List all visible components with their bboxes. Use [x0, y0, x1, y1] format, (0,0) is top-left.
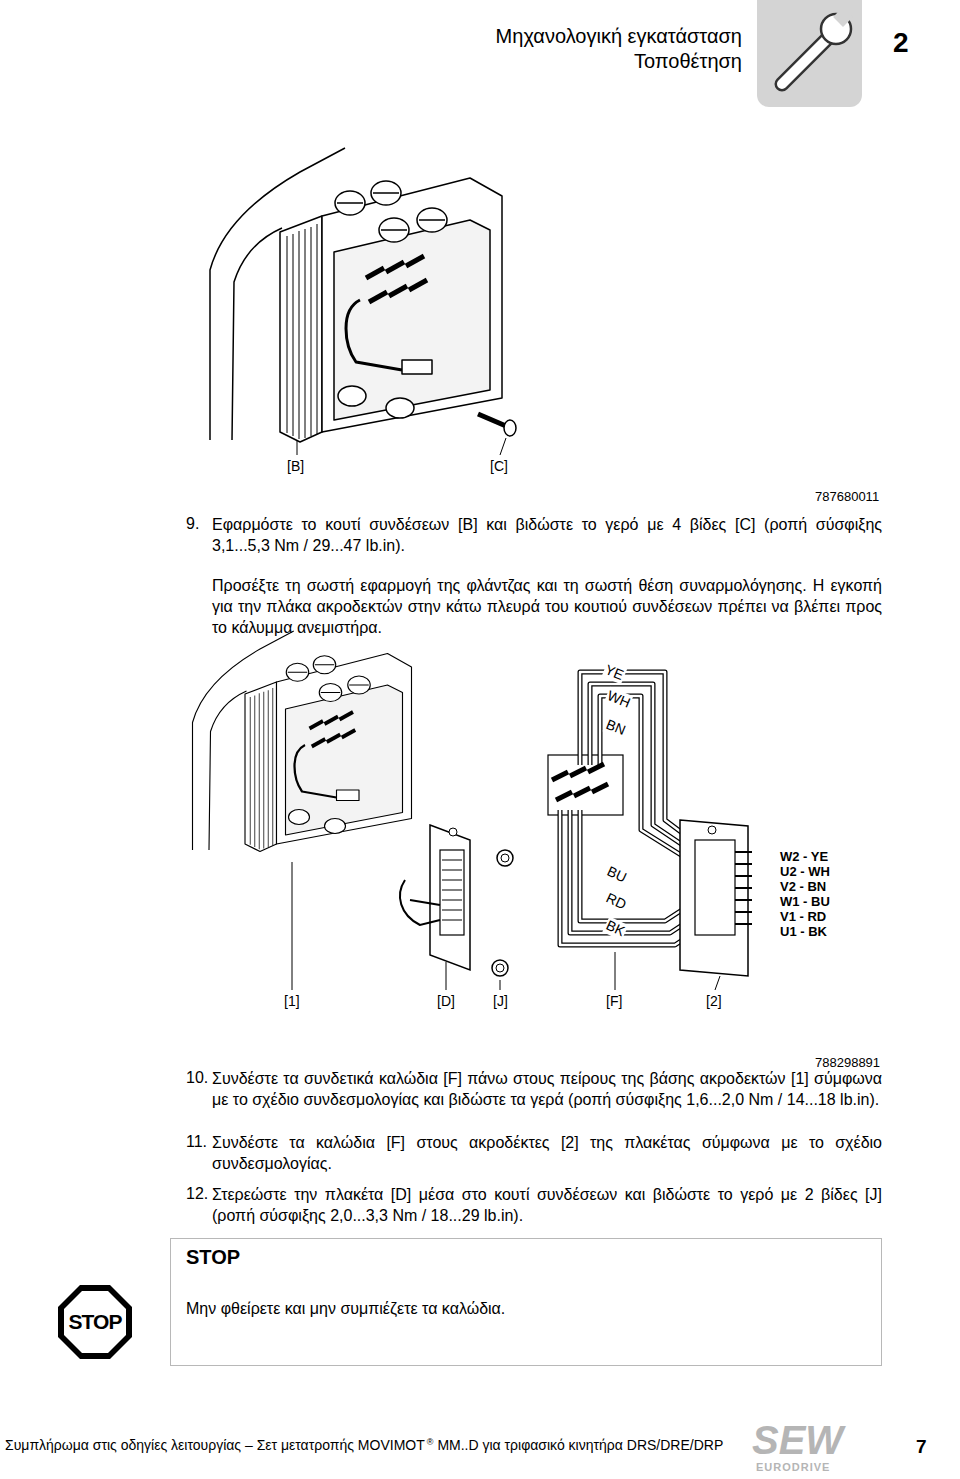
- wire-color: RD: [602, 889, 629, 914]
- caution-text: Μην φθείρετε και μην συμπιέζετε τα καλώδ…: [186, 1299, 866, 1320]
- callout-label: [B]: [287, 458, 304, 475]
- chapter-number: 2: [893, 26, 909, 60]
- stop-sign-text: STOP: [63, 1309, 127, 1334]
- pin-assignment: W2 - YE: [780, 849, 828, 865]
- drawing-part: [500, 980, 501, 990]
- wire-color: BN: [603, 716, 629, 740]
- drawing-part: [496, 964, 504, 972]
- callout-label: [J]: [493, 993, 508, 1010]
- terminal-box-figure: [210, 148, 516, 455]
- figure-id: 788298891: [815, 1055, 880, 1071]
- drawing-part: [708, 826, 716, 834]
- drawing-part: [297, 440, 298, 455]
- registered-mark: ®: [427, 1437, 434, 1447]
- caution-box: STOP Μην φθείρετε και μην συμπιέζετε τα κ…: [170, 1238, 882, 1366]
- drawing-part: [58, 1285, 132, 1359]
- drawing-part: [592, 784, 608, 792]
- drawing-part: [570, 768, 586, 776]
- step-text: Εφαρμόστε το κουτί συνδέσεων [B] και βιδ…: [212, 514, 882, 556]
- stop-sign: [58, 1285, 132, 1359]
- drawing-part: [715, 976, 720, 990]
- drawing-part: [501, 854, 509, 862]
- wire-color: BU: [603, 862, 630, 886]
- callout-label: [D]: [437, 993, 455, 1010]
- drawing-part: [446, 962, 447, 990]
- page-footer: Συμπλήρωμα στις οδηγίες λειτουργίας – Σε…: [5, 1437, 723, 1454]
- drawing-part: [548, 755, 623, 815]
- step-text: Συνδέστε τα καλώδια [F] στους ακροδέκτες…: [212, 1132, 882, 1174]
- footer-text: MM..D για τριφασικό κινητήρα DRS/DRE/DRP: [437, 1437, 723, 1453]
- drawing-part: [478, 414, 506, 426]
- drawing-part: [552, 764, 608, 800]
- drawing-part: [442, 860, 462, 920]
- step-number: 11.: [186, 1132, 207, 1151]
- logo-text: EURODRIVE: [756, 1462, 830, 1473]
- drawing-part: [782, 36, 830, 84]
- pin-assignment: W1 - BU: [780, 894, 830, 910]
- wire-color: YE: [602, 661, 627, 684]
- step-number: 9.: [186, 514, 199, 533]
- step-note: Προσέξτε τη σωστή εφαρμογή της φλάντζας …: [212, 575, 882, 638]
- section-subtitle: Τοποθέτηση: [634, 49, 742, 73]
- wiring-figure: [193, 631, 753, 990]
- figure-id: 787680011: [815, 489, 879, 505]
- drawing-part: [615, 952, 616, 990]
- drawing-part: [695, 840, 735, 935]
- drawing-part: [833, 7, 853, 27]
- drawing-part: [64, 1291, 126, 1353]
- logo-text: SEW: [752, 1420, 843, 1460]
- drawing-part: [757, 0, 862, 107]
- step-number: 10.: [186, 1068, 208, 1087]
- drawing-part: [735, 852, 752, 924]
- step-text: Στερεώστε την πλακέτα [D] μέσα στο κουτί…: [212, 1184, 882, 1226]
- page-heading: Μηχανολογική εγκατάσταση: [496, 24, 742, 48]
- drawing-part: [440, 850, 464, 935]
- drawing-part: [210, 148, 502, 442]
- pin-assignment: V1 - RD: [780, 909, 826, 925]
- pin-assignment: V2 - BN: [780, 879, 826, 895]
- drawing-part: [430, 825, 470, 970]
- footer-text: Συμπλήρωμα στις οδηγίες λειτουργίας – Σε…: [5, 1437, 425, 1453]
- pin-assignment: U2 - WH: [780, 864, 830, 880]
- drawing-part: [680, 820, 748, 976]
- callout-label: [C]: [490, 458, 508, 475]
- drawing-part: [500, 438, 506, 455]
- drawing-part: [400, 880, 440, 925]
- callout-label: [2]: [706, 993, 722, 1010]
- drawing-part: [449, 828, 457, 836]
- callout-label: [1]: [284, 993, 300, 1010]
- drawing-part: [497, 850, 513, 866]
- page-number: 7: [916, 1436, 927, 1459]
- drawing-part: [504, 420, 516, 436]
- drawing-part: [556, 792, 572, 800]
- drawing-part: [574, 788, 590, 796]
- drawing-part: [782, 36, 830, 84]
- drawing-part: [588, 764, 604, 772]
- drawing-part: [492, 960, 508, 976]
- pin-assignment: U1 - BK: [780, 924, 827, 940]
- wire-color: WH: [604, 687, 634, 712]
- callout-label: [F]: [606, 993, 622, 1010]
- chapter-icon: [757, 0, 862, 107]
- drawing-part: [292, 862, 293, 990]
- drawing-part: [193, 631, 412, 852]
- step-text: Συνδέστε τα συνδετικά καλώδια [F] πάνω σ…: [212, 1068, 882, 1110]
- step-number: 12.: [186, 1184, 208, 1203]
- caution-heading: STOP: [186, 1245, 866, 1269]
- drawing-part: [552, 772, 568, 780]
- drawing-part: [292, 862, 720, 990]
